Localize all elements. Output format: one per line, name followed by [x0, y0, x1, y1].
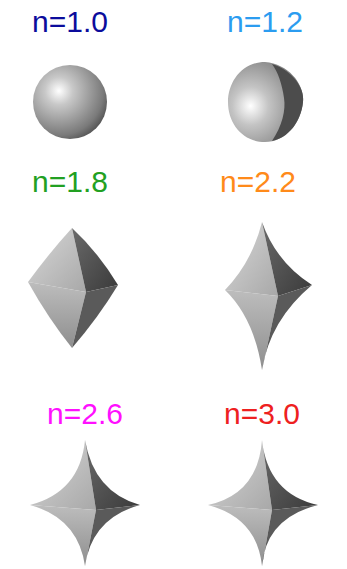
rounded-superellipsoid — [228, 62, 303, 142]
sphere — [33, 65, 107, 139]
parameter-label: n=3.0 — [224, 398, 300, 430]
parameter-label: n=1.0 — [32, 6, 108, 38]
parameter-label: n=1.2 — [227, 6, 303, 38]
concave-octahedral-shape — [225, 222, 312, 370]
octahedral-shape — [28, 228, 118, 348]
astroid-shape — [208, 440, 318, 566]
parameter-label: n=2.6 — [47, 398, 123, 430]
star-shape — [30, 440, 140, 566]
parameter-label: n=2.2 — [220, 166, 296, 198]
parameter-label: n=1.8 — [32, 166, 108, 198]
